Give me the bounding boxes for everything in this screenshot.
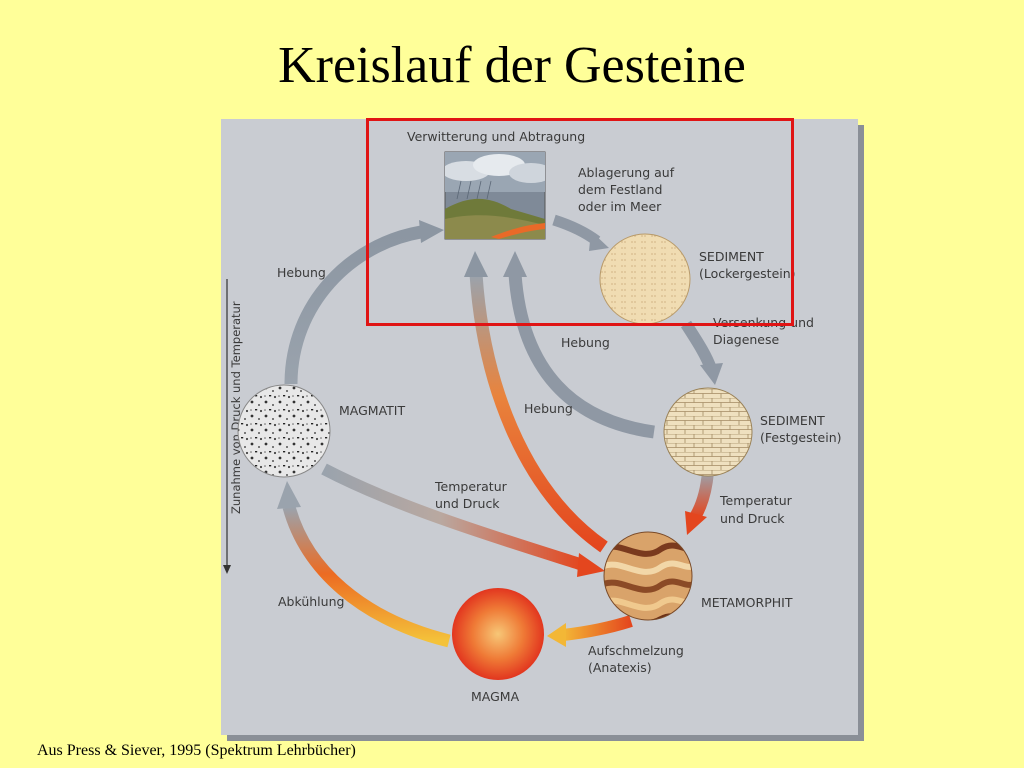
arrow-cooling (277, 481, 451, 648)
label-sediment-solid: SEDIMENT (760, 413, 825, 428)
arrow-uplift-left (284, 220, 444, 385)
metamorphite-circle (603, 531, 693, 621)
label-sediment-solid-sub: (Festgestein) (760, 430, 842, 445)
rock-cycle-svg: Zunahme von Druck und Temperatur (223, 129, 842, 704)
label-weathering: Verwitterung und Abtragung (407, 129, 585, 144)
label-uplift-left: Hebung (277, 265, 326, 280)
arrow-temp-pressure-left (321, 463, 605, 577)
axis-arrow (223, 279, 231, 574)
label-melting-line1: Aufschmelzung (588, 643, 684, 658)
sediment-solid-circle (663, 387, 753, 477)
weathering-landscape-image (444, 151, 546, 240)
arrow-uplift-mid-lower (464, 251, 608, 553)
label-cooling: Abkühlung (278, 594, 344, 609)
label-burial-line2: Diagenese (713, 332, 780, 347)
label-deposition-line1: Ablagerung auf (578, 165, 675, 180)
sediment-loose-circle (599, 233, 691, 325)
slide-title: Kreislauf der Gesteine (278, 37, 746, 94)
label-melting-line2: (Anatexis) (588, 660, 652, 675)
label-deposition-line2: dem Festland (578, 182, 662, 197)
label-magma: MAGMA (471, 689, 520, 704)
arrow-uplift-mid-upper (503, 251, 655, 439)
label-uplift-mid-upper: Hebung (561, 335, 610, 350)
label-temp-pressure-right-line1: Temperatur (719, 493, 793, 508)
label-sediment-loose: SEDIMENT (699, 249, 764, 264)
label-deposition-line3: oder im Meer (578, 199, 662, 214)
label-uplift-mid-lower: Hebung (524, 401, 573, 416)
label-sediment-loose-sub: (Lockergestein) (699, 266, 796, 281)
label-magmatite: MAGMATIT (339, 403, 405, 418)
axis-label: Zunahme von Druck und Temperatur (229, 301, 243, 514)
label-temp-pressure-left-line2: und Druck (435, 496, 500, 511)
label-burial-line1: Versenkung und (713, 315, 814, 330)
arrow-burial (680, 320, 723, 385)
label-temp-pressure-left-line1: Temperatur (434, 479, 508, 494)
label-metamorphite: METAMORPHIT (701, 595, 793, 610)
magma-circle (452, 588, 544, 680)
label-temp-pressure-right-line2: und Druck (720, 511, 785, 526)
magmatite-circle (237, 384, 331, 478)
arrow-temp-pressure-right (685, 471, 714, 535)
arrow-melting (547, 615, 633, 647)
rock-cycle-diagram: Zunahme von Druck und Temperatur (221, 119, 858, 735)
source-citation: Aus Press & Siever, 1995 (Spektrum Lehrb… (37, 742, 356, 759)
arrow-deposition (552, 214, 609, 251)
